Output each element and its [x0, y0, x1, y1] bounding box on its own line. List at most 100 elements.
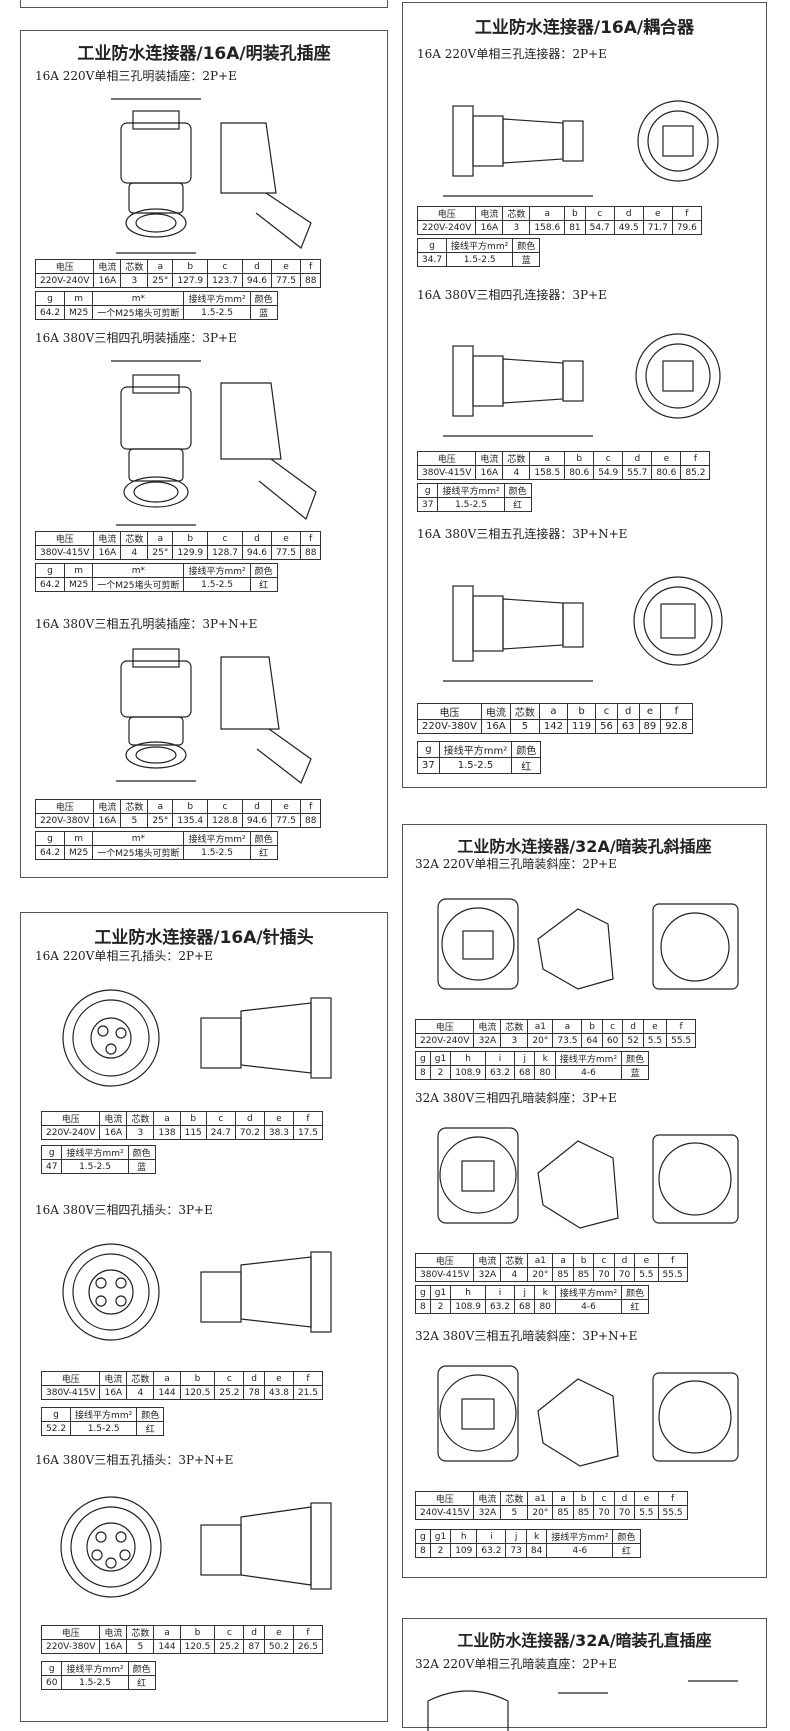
spec-cell: 5: [509, 719, 540, 734]
spec-cell: 64: [581, 1033, 603, 1048]
spec-cell: 电压: [40, 1371, 101, 1386]
spec-cell: 129.9: [172, 545, 209, 560]
spec-cell: b: [172, 799, 209, 814]
spec-cell: b: [179, 1111, 207, 1126]
spec-cell: d: [613, 206, 644, 221]
spec-cell: 25°: [147, 545, 174, 560]
spec-cell: a: [153, 1371, 181, 1386]
spec-cell: 380V-415V: [414, 1267, 475, 1282]
spec-cell: 颜色: [127, 1661, 156, 1676]
spec-cell: a: [552, 1491, 574, 1506]
spec-cell: 1.5-2.5: [183, 577, 251, 592]
section-subtitle: 16A 380V三相五孔明装插座：3P+N+E: [35, 617, 258, 631]
spec-cell: 220V-240V: [414, 1033, 475, 1048]
spec-cell: f: [292, 1625, 323, 1640]
spec-cell: 颜色: [612, 1529, 641, 1544]
spec-cell: 1.5-2.5: [183, 845, 251, 860]
spec-cell: 电压: [414, 1253, 475, 1268]
spec-cell: a1: [527, 1253, 554, 1268]
spec-cell: M25: [64, 577, 94, 592]
spec-cell: 220V-240V: [40, 1125, 101, 1140]
panel-32a-angled-panel-socket: 工业防水连接器/32A/暗装孔斜插座 32A 220V单相三孔暗装斜座：2P+E…: [402, 824, 767, 1578]
spec-cell: 85: [572, 1505, 595, 1520]
spec-cell: a1: [527, 1019, 554, 1034]
spec-cell: 220V-240V: [34, 273, 95, 288]
spec-cell: d: [613, 1253, 636, 1268]
section-subtitle: 16A 380V三相四孔连接器：3P+E: [417, 288, 607, 302]
spec-cell: 78: [243, 1385, 265, 1400]
spec-cell: 25°: [147, 813, 174, 828]
panel-title: 工业防水连接器/32A/暗装孔直插座: [457, 1631, 712, 1650]
spec-cell: c: [207, 259, 243, 274]
spec-cell: 47: [40, 1159, 63, 1174]
spec-cell: 接线平方mm²: [554, 1051, 623, 1066]
spec-cell: 接线平方mm²: [183, 291, 251, 306]
spec-cell: b: [172, 531, 209, 546]
spec-cell: f: [660, 703, 693, 720]
spec-cell: 电流: [99, 1111, 128, 1126]
spec-cell: 85.2: [680, 465, 711, 480]
spec-cell: k: [534, 1285, 556, 1300]
spec-cell: 25.2: [214, 1639, 245, 1654]
spec-cell: j: [505, 1529, 527, 1544]
spec-cell: 电压: [416, 206, 477, 221]
spec-cell: 123.7: [207, 273, 243, 288]
spec-cell: 80.6: [564, 465, 595, 480]
spec-cell: 120.5: [179, 1639, 216, 1654]
spec-cell: 5: [500, 1505, 529, 1520]
spec-cell: 1.5-2.5: [446, 252, 514, 267]
spec-cell: 8: [415, 1299, 431, 1314]
spec-cell: 16A: [480, 719, 511, 734]
spec-cell: 8: [415, 1543, 431, 1558]
spec-cell: b: [572, 1253, 595, 1268]
spec-cell: 接线平方mm²: [554, 1285, 623, 1300]
spec-cell: 一个M25堵头可剪断: [92, 305, 185, 320]
spec-cell: 37: [416, 497, 439, 512]
coupler-drawing: [443, 100, 719, 197]
spec-cell: 1.5-2.5: [437, 497, 505, 512]
spec-cell: k: [525, 1529, 548, 1544]
spec-cell: 55.5: [657, 1505, 688, 1520]
spec-cell: g: [34, 831, 66, 846]
spec-cell: 56: [595, 719, 618, 734]
section-subtitle: 16A 220V单相三孔明装插座：2P+E: [35, 69, 237, 83]
spec-cell: 94.6: [241, 545, 272, 560]
spec-cell: f: [680, 451, 711, 466]
spec-cell: 32A: [473, 1267, 502, 1282]
spec-cell: d: [243, 1371, 265, 1386]
spec-cell: 1.5-2.5: [61, 1159, 129, 1174]
section-subtitle: 32A 220V单相三孔暗装直座：2P+E: [415, 1657, 617, 1671]
spec-cell: m: [64, 563, 94, 578]
spec-cell: 4: [126, 1385, 155, 1400]
spec-cell: m: [64, 291, 94, 306]
spec-cell: 63.2: [476, 1543, 507, 1558]
spec-cell: d: [241, 259, 272, 274]
spec-cell: e: [651, 451, 682, 466]
spec-cell: 26.5: [292, 1639, 323, 1654]
straight-socket-drawing: [427, 1680, 738, 1731]
spec-cell: 一个M25堵头可剪断: [92, 845, 185, 860]
spec-cell: c: [207, 799, 243, 814]
spec-cell: 电流: [473, 1491, 502, 1506]
angled-socket-drawing: [437, 898, 739, 990]
spec-cell: 1.5-2.5: [61, 1675, 129, 1690]
spec-cell: 108.9: [450, 1299, 486, 1314]
spec-cell: 2: [429, 1299, 452, 1314]
spec-cell: 49.5: [613, 220, 644, 235]
spec-cell: e: [263, 1371, 294, 1386]
spec-cell: 电流: [93, 259, 122, 274]
spec-cell: 颜色: [621, 1285, 650, 1300]
spec-cell: 80: [534, 1065, 556, 1080]
spec-cell: 88: [299, 545, 322, 560]
spec-cell: 接线平方mm²: [183, 831, 251, 846]
spec-cell: 16A: [99, 1385, 128, 1400]
panel-16a-plug: 工业防水连接器/16A/针插头 16A 220V单相三孔插头：2P+E 电压电流…: [20, 912, 388, 1722]
spec-cell: b: [564, 451, 595, 466]
spec-cell: 4-6: [554, 1299, 623, 1314]
spec-cell: 接线平方mm²: [437, 483, 505, 498]
spec-cell: c: [595, 703, 618, 720]
